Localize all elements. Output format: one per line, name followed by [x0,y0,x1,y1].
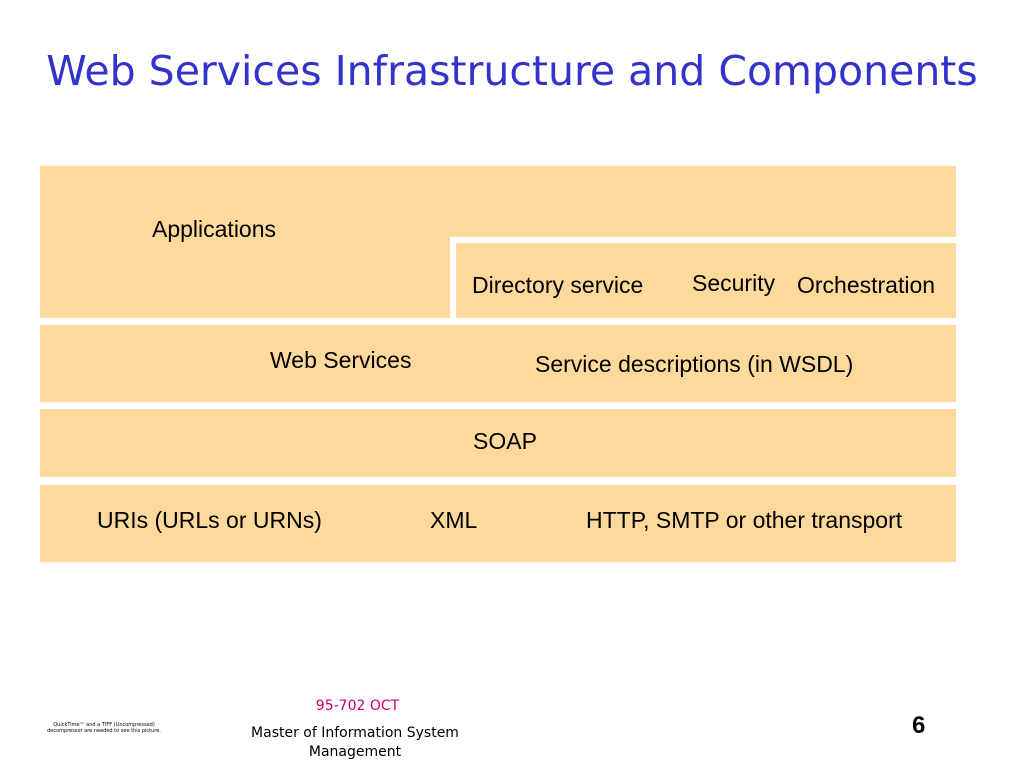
program-name: Master of Information System Management [251,725,459,760]
directory-service-label: Directory service [472,272,644,298]
service-descriptions-label: Service descriptions (in WSDL) [535,351,854,377]
soap-block [40,409,956,477]
page-number: 6 [912,712,926,739]
applications-block-left [40,237,450,318]
web-services-block [40,325,956,402]
web-services-label: Web Services [270,347,412,373]
quicktime-placeholder-image: QuickTime™ and a TIFF (Uncompressed) dec… [47,722,161,734]
applications-label: Applications [152,216,277,242]
course-code: 95-702 OCT [315,698,400,714]
services-block [456,243,956,318]
soap-label: SOAP [473,428,537,454]
orchestration-label: Orchestration [797,272,936,298]
slide-title: Web Services Infrastructure and Componen… [46,47,978,95]
transport-block [40,485,956,562]
uris-label: URIs (URLs or URNs) [97,507,322,533]
xml-label: XML [430,507,478,533]
security-label: Security [692,270,776,296]
applications-block [40,166,956,237]
transport-label: HTTP, SMTP or other transport [586,507,903,533]
